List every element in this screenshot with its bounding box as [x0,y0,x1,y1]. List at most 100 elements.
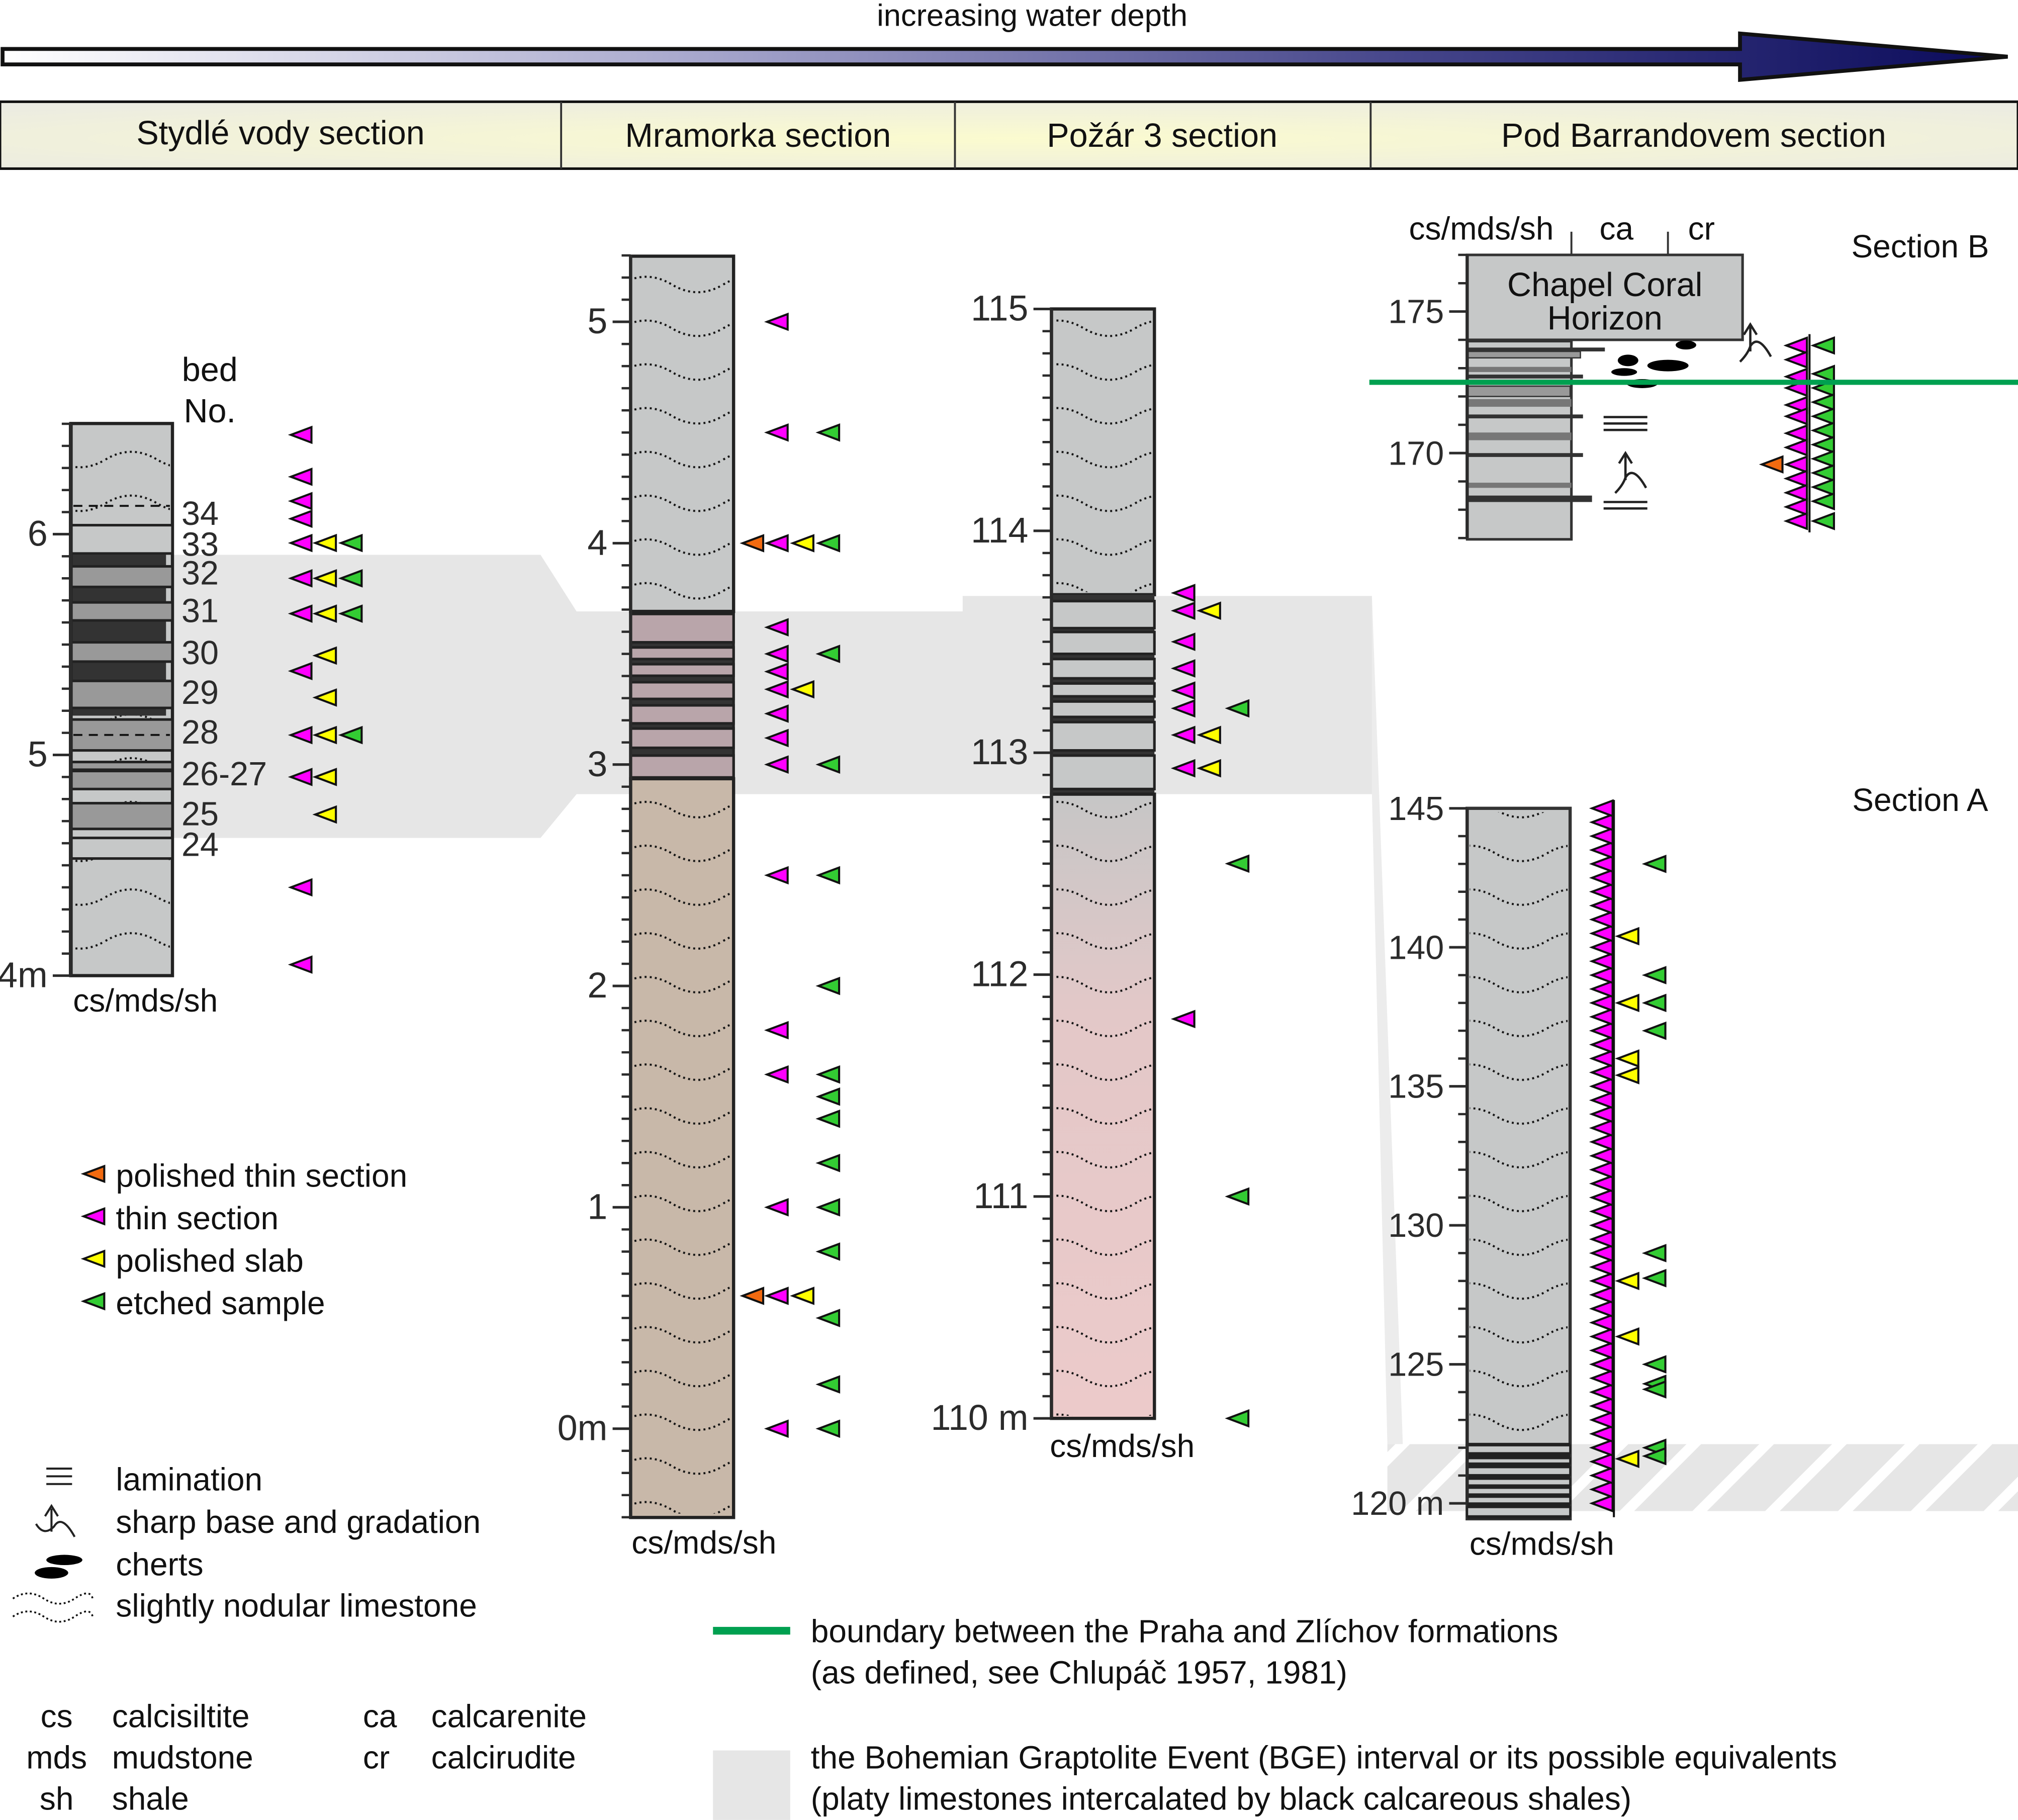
tick-label: 135 [1388,1068,1444,1106]
thin-section-marker [1589,1355,1614,1374]
etched-sample-marker [338,533,363,553]
thin-section-marker [1589,868,1614,887]
thin-section-marker [1589,1327,1614,1346]
polished-slab-marker [1197,725,1221,745]
thin-section-marker [764,645,789,663]
etched-sample-marker [1225,854,1250,873]
bed-number: 29 [181,674,219,711]
etched-sample-marker [1225,1187,1250,1206]
etched-sample-marker [815,1242,841,1261]
thin-section-marker [1589,1244,1614,1262]
sharp-base-gradation-icon [1614,322,1772,494]
bed-number: 34 [181,495,219,532]
polished-slab-marker [1197,759,1221,778]
thin-section-marker [1589,938,1614,957]
mramorka-column [629,254,736,1519]
thin-section-marker [1589,966,1614,984]
etched-sample-marker [338,569,363,588]
stydle-vody-column [68,422,174,977]
etched-sample-marker [815,423,841,442]
etched-sample-marker [1641,855,1667,873]
abbr-sh: sh [40,1780,74,1816]
etched-sample-marker [815,645,841,663]
thin-section-marker [1589,979,1614,998]
thin-section-marker [1589,993,1614,1013]
thin-section-marker [1589,1008,1614,1026]
sample-legend-label: polished thin section [116,1157,407,1194]
thin-section-marker [764,312,789,331]
stydle-vody-samples [288,425,363,974]
thin-section-marker [288,569,313,588]
thin-section-marker [764,1198,789,1217]
lamination-icon [1603,416,1647,510]
etched-sample-marker [1641,1021,1667,1040]
thin-section-marker [764,662,789,681]
bed-number: 26-27 [181,756,267,793]
pozar-column [1050,307,1156,1420]
thin-section-marker [288,492,313,510]
polished-slab-marker [790,534,814,553]
thin-section-marker [288,425,313,444]
thin-section-marker [288,955,313,974]
tick-label: 112 [971,954,1028,994]
bed-number: 33 [181,526,219,564]
thin-section-marker [1589,1174,1614,1193]
boundary-legend-line2: (as defined, see Chlupáč 1957, 1981) [811,1655,1347,1691]
thin-section-marker [1589,855,1614,873]
thin-section-marker [1170,632,1196,651]
bge-legend: the Bohemian Graptolite Event (BGE) inte… [713,1739,1837,1820]
polished-slab-marker [312,805,337,824]
etched-sample-marker [1810,512,1835,530]
abbr-cr: cr [363,1739,390,1775]
tick-label: 140 [1388,929,1444,966]
bed-number: 32 [181,555,219,592]
thin-section-marker [1170,584,1196,602]
horizon-label-1: Chapel Coral [1507,266,1702,304]
header-stydle-vody: Stydlé vody section [136,115,424,152]
thin-section-marker [764,534,789,553]
thin-section-marker [1589,1424,1614,1443]
thin-section-marker [288,725,313,745]
thin-section-marker [1783,407,1808,426]
etched-sample-marker [815,534,841,553]
polished-slab-marker [790,680,814,699]
thin-section-marker [1589,1105,1614,1124]
etched-sample-marker [1641,1355,1667,1374]
etched-sample-marker [815,976,841,995]
etched-sample-marker [1810,464,1835,482]
tick-label: 5 [587,301,607,341]
header-mramorka: Mramorka section [625,117,891,154]
tick-label: 3 [587,744,607,784]
polished-slab-marker [1615,1327,1639,1346]
thin-section-marker [1589,1077,1614,1096]
thin-section-marker [288,878,313,897]
etched-sample-marker [1641,1380,1667,1399]
thin-section-marker [1170,601,1196,620]
thin-section-marker [764,618,789,637]
thin-section-marker [1783,438,1808,457]
pozar-samples [1170,584,1250,1428]
thin-section-marker [1170,1010,1196,1029]
etched-sample-marker [1810,492,1835,511]
etched-sample-marker [815,1198,841,1217]
tick-label: 125 [1388,1346,1444,1384]
bge-swatch [713,1750,790,1820]
thin-section-marker [288,509,313,528]
section-a-column [1465,806,1572,1521]
etched-sample-marker [1810,407,1835,426]
polished-slab-marker [1197,601,1221,620]
thin-section-marker [1589,799,1614,818]
thin-section-marker [1783,455,1808,474]
tick-label: 4 [587,522,607,563]
etched-sample-marker [1810,478,1835,497]
bge-legend-line2: (platy limestones intercalated by black … [811,1780,1631,1816]
section-a-lithology-label: cs/mds/sh [1470,1526,1614,1562]
thin-section-marker [1589,1438,1614,1457]
thin-section-marker [1589,1146,1614,1165]
thin-section-marker [1170,659,1196,678]
tick-label: 111 [973,1176,1028,1216]
abbr-cr-name: calcirudite [431,1739,576,1775]
